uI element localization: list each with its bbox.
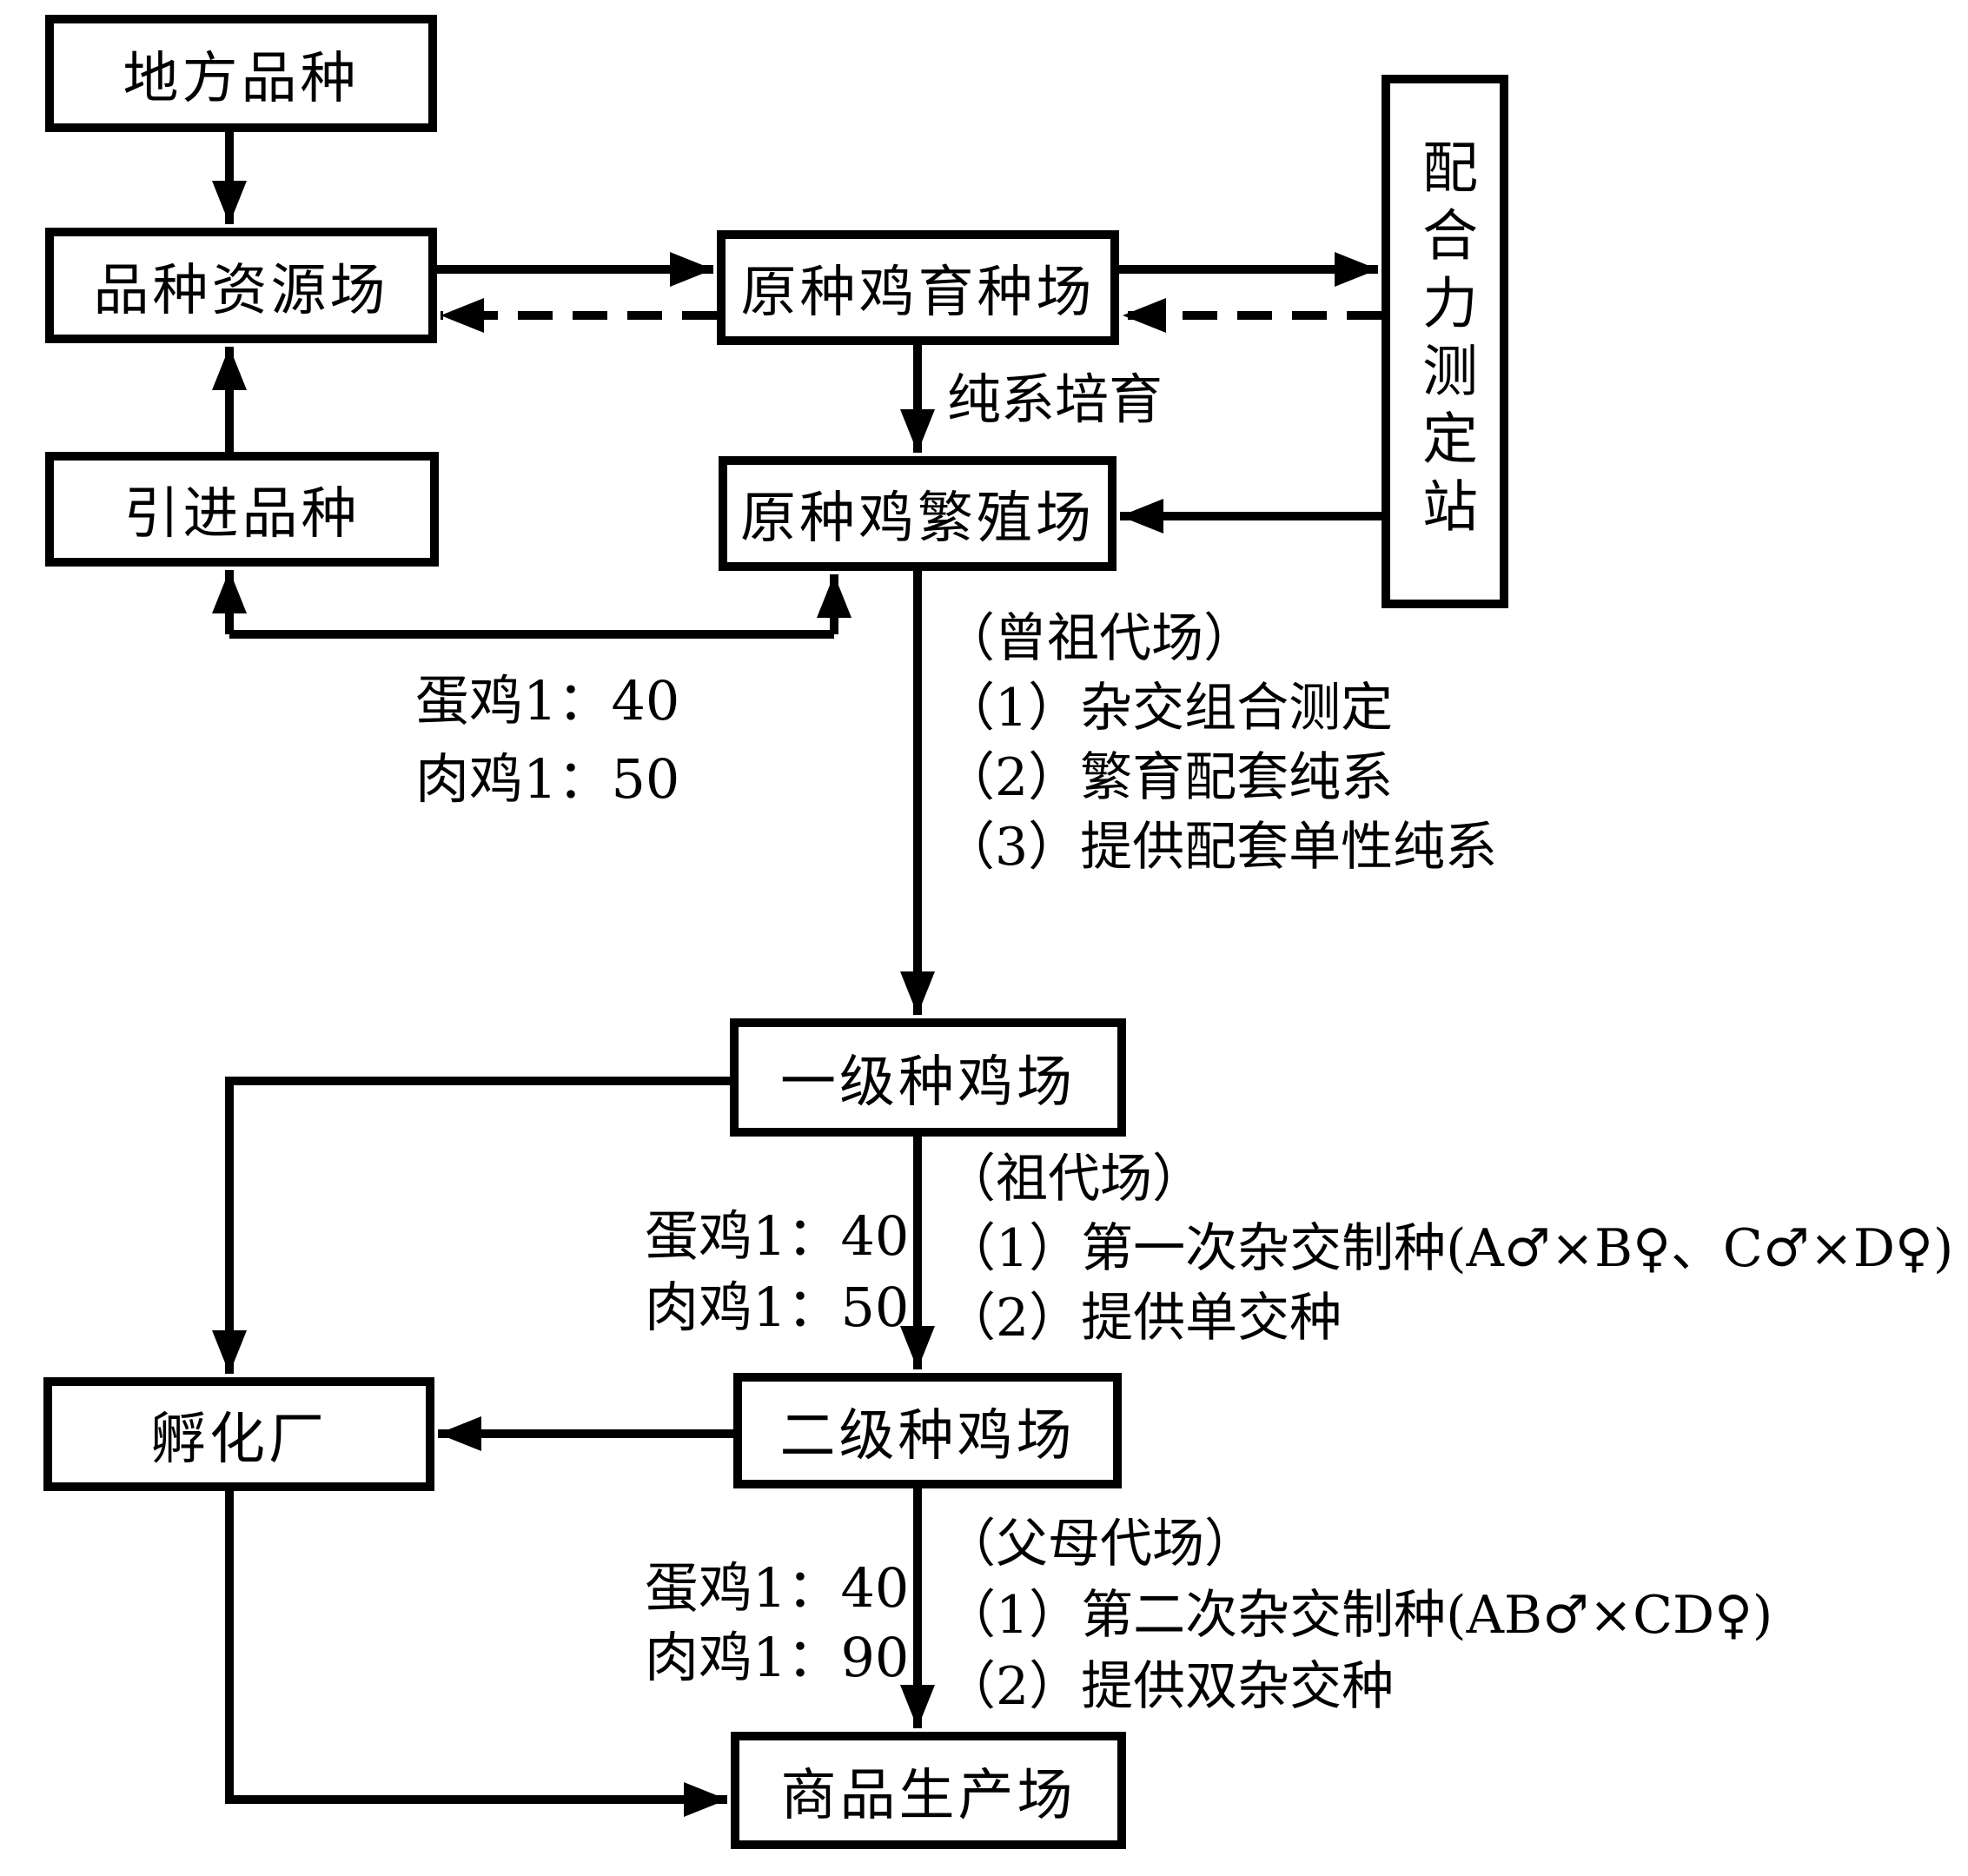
great-grandparent-item1: （1）杂交组合测定 bbox=[943, 678, 1394, 739]
parent-generation-title: （父母代场） bbox=[944, 1514, 1256, 1574]
parent-generation-item2: （2）提供双杂交种 bbox=[944, 1656, 1395, 1717]
node-second-level-farm: 二级种鸡场 bbox=[733, 1373, 1122, 1488]
great-grandparent-title: （曾祖代场） bbox=[943, 608, 1256, 669]
ratio-bottom-layer: 蛋鸡1：40 bbox=[645, 1556, 910, 1620]
node-hatchery: 孵化厂 bbox=[43, 1377, 434, 1491]
node-commodity-farm: 商品生产场 bbox=[731, 1732, 1126, 1849]
grandparent-title: （祖代场） bbox=[944, 1149, 1204, 1210]
grandparent-item1: （1）第一次杂交制种(A♂×B♀、C♂×D♀) bbox=[944, 1218, 1954, 1279]
label-ratio-top: 蛋鸡1：40 肉鸡1：50 bbox=[415, 662, 679, 819]
ratio-mid-broiler: 肉鸡1：50 bbox=[645, 1276, 910, 1339]
label-great-grandparent-block: （曾祖代场） （1）杂交组合测定 （2）繁育配套纯系 （3）提供配套单性纯系 bbox=[943, 604, 1497, 882]
node-propagation-farm: 原种鸡繁殖场 bbox=[719, 456, 1117, 571]
label-parent-generation-block: （父母代场） （1）第二次杂交制种(AB♂×CD♀) （2）提供双杂交种 bbox=[944, 1508, 1773, 1722]
arrow-first-level-farm-to-hatchery bbox=[212, 1077, 730, 1374]
label-grandparent-block: （祖代场） （1）第一次杂交制种(A♂×B♀、C♂×D♀) （2）提供单交种 bbox=[944, 1144, 1953, 1353]
arrow-hatchery-to-commodity-farm bbox=[225, 1491, 727, 1817]
great-grandparent-item3: （3）提供配套单性纯系 bbox=[943, 817, 1498, 878]
ratio-top-layer: 蛋鸡1：40 bbox=[415, 669, 680, 733]
label-pure-line-breeding: 纯系培育 bbox=[947, 368, 1163, 431]
node-first-level-farm: 一级种鸡场 bbox=[730, 1018, 1126, 1137]
node-breeding-farm: 原种鸡育种场 bbox=[717, 230, 1119, 345]
node-introduced-breed: 引进品种 bbox=[45, 452, 439, 567]
node-testing-station: 配合力测定站 bbox=[1382, 75, 1508, 608]
ratio-mid-layer: 蛋鸡1：40 bbox=[645, 1204, 910, 1268]
ratio-bottom-broiler: 肉鸡1：90 bbox=[645, 1626, 910, 1689]
node-local-breed: 地方品种 bbox=[45, 15, 437, 132]
node-resource-farm: 品种资源场 bbox=[45, 228, 437, 343]
great-grandparent-item2: （2）繁育配套纯系 bbox=[943, 747, 1394, 808]
label-ratio-bottom: 蛋鸡1：40 肉鸡1：90 bbox=[645, 1554, 909, 1693]
ratio-top-broiler: 肉鸡1：50 bbox=[415, 747, 680, 811]
label-ratio-mid: 蛋鸡1：40 肉鸡1：50 bbox=[645, 1201, 909, 1343]
grandparent-item2: （2）提供单交种 bbox=[944, 1288, 1342, 1349]
parent-generation-item1: （1）第二次杂交制种(AB♂×CD♀) bbox=[944, 1585, 1773, 1646]
